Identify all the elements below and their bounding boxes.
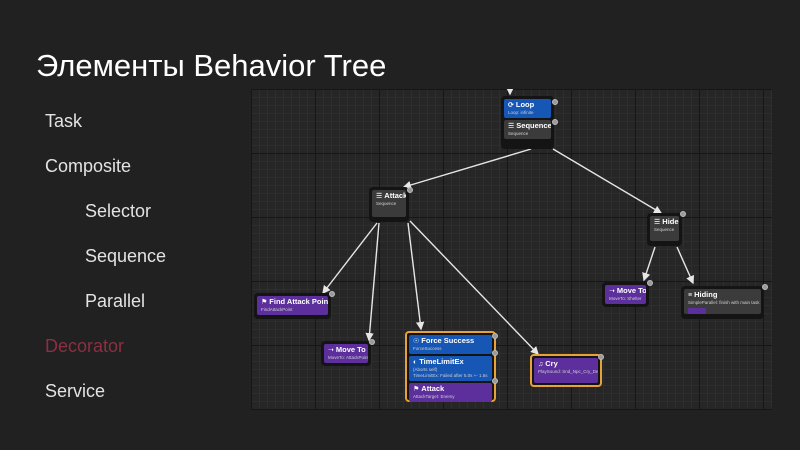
attack-title: Attack — [384, 191, 406, 200]
arrow-right-icon: ➝ — [328, 347, 334, 354]
attack-task-title: Attack — [421, 384, 445, 393]
wire-hide-hiding — [676, 246, 694, 285]
loop-title: Loop — [515, 100, 535, 109]
task-cry[interactable]: ♫Cry PlaySound: Snd_Npc_Cry_Def — [534, 358, 598, 383]
loop-icon: ⟳ — [508, 102, 514, 109]
decorator-icon: ☉ — [413, 338, 420, 345]
node-pin[interactable] — [598, 354, 604, 360]
wire-attack-force — [407, 222, 425, 331]
node-move-to-shelter[interactable]: ➝Move To MoveTo: Shelter — [602, 280, 653, 307]
menu-item-parallel[interactable]: Parallel — [85, 291, 146, 311]
sound-icon: ♫ — [538, 361, 544, 368]
node-hide[interactable]: ☰Hide Sequence — [647, 211, 686, 246]
find-attack-point-sub: FindAttackPoint — [261, 307, 293, 312]
arrow-right-icon: ➝ — [609, 288, 615, 295]
menu-item-task[interactable]: Task — [45, 111, 83, 131]
move-to-attack-sub: MoveTo: AttackPoint — [328, 355, 368, 360]
hiding-main-task-slot[interactable] — [688, 308, 706, 314]
menu-item-composite[interactable]: Composite — [45, 156, 132, 176]
decorator-loop[interactable]: ⟳Loop Loop: infinite — [504, 99, 551, 118]
wire-hide-moveto — [642, 246, 656, 282]
composite-sequence[interactable]: ☰Sequence Sequence — [504, 120, 551, 139]
time-limit-desc: TimeLimitEx: Failed after 5.0s +- 1.5s — [413, 373, 488, 378]
node-cry[interactable]: ♫Cry PlaySound: Snd_Npc_Cry_Def — [530, 354, 604, 387]
force-success-title: Force Success — [421, 336, 475, 345]
node-pin[interactable] — [407, 187, 413, 193]
task-move-to-shelter[interactable]: ➝Move To MoveTo: Shelter — [605, 285, 646, 304]
sequence-sub: Sequence — [508, 131, 529, 136]
composite-attack[interactable]: ☰Attack Sequence — [372, 190, 406, 217]
composite-hide[interactable]: ☰Hide Sequence — [650, 216, 679, 241]
task-find-attack-point[interactable]: ⚑Find Attack Point FindAttackPoint — [257, 296, 328, 315]
attack-sub: Sequence — [376, 201, 397, 206]
time-limit-title: TimeLimitEx — [419, 357, 464, 366]
menu-item-selector[interactable]: Selector — [85, 201, 152, 221]
node-pin[interactable] — [552, 99, 558, 105]
node-hiding[interactable]: ≡Hiding SimpleParallel: finish with main… — [681, 284, 768, 319]
behavior-tree-canvas[interactable]: ⟳Loop Loop: infinite ☰Sequence Sequence … — [251, 89, 772, 410]
move-to-shelter-sub: MoveTo: Shelter — [609, 296, 642, 301]
parallel-icon: ≡ — [688, 292, 693, 299]
decorator-force-success[interactable]: ☉Force Success ForceSuccess — [409, 335, 492, 354]
sequence-title: Sequence — [516, 121, 551, 130]
wire-attack-moveto — [365, 222, 380, 342]
wire-root-hide — [552, 148, 663, 214]
cry-sub: PlaySound: Snd_Npc_Cry_Def — [538, 369, 598, 374]
find-attack-point-title: Find Attack Point — [269, 297, 328, 306]
node-pin[interactable] — [680, 211, 686, 217]
slide-title: Элементы Behavior Tree — [36, 48, 387, 83]
sequence-icon: ☰ — [376, 193, 383, 200]
sequence-icon: ☰ — [508, 123, 515, 130]
task-icon: ⚑ — [261, 299, 268, 306]
menu-item-sequence[interactable]: Sequence — [85, 246, 167, 266]
node-root-sequence[interactable]: ⟳Loop Loop: infinite ☰Sequence Sequence — [501, 96, 558, 149]
node-pin[interactable] — [492, 378, 498, 384]
node-move-to-attack[interactable]: ➝Move To MoveTo: AttackPoint — [321, 339, 375, 366]
move-to-shelter-title: Move To — [616, 286, 646, 295]
node-pin[interactable] — [492, 333, 498, 339]
hide-title: Hide — [662, 217, 679, 226]
node-find-attack-point[interactable]: ⚑Find Attack Point FindAttackPoint — [254, 291, 335, 319]
node-attack[interactable]: ☰Attack Sequence — [369, 187, 413, 222]
hiding-sub: SimpleParallel: finish with main task — [688, 300, 760, 305]
node-attack-task[interactable]: ☉Force Success ForceSuccess ◐TimeLimitEx… — [405, 331, 498, 402]
loop-sub: Loop: infinite — [508, 110, 534, 115]
node-pin[interactable] — [762, 284, 768, 290]
hiding-title: Hiding — [694, 290, 718, 299]
hide-sub: Sequence — [654, 227, 675, 232]
node-pin[interactable] — [329, 291, 335, 297]
decorator-icon: ◐ — [413, 359, 418, 366]
task-attack[interactable]: ⚑Attack AttackTarget: Enemy — [409, 383, 492, 402]
node-pin[interactable] — [369, 339, 375, 345]
task-move-to-attack[interactable]: ➝Move To MoveTo: AttackPoint — [324, 344, 368, 363]
node-pin[interactable] — [552, 119, 558, 125]
node-pin[interactable] — [647, 280, 653, 286]
attack-task-sub: AttackTarget: Enemy — [413, 394, 455, 399]
node-pin[interactable] — [492, 350, 498, 356]
force-success-sub: ForceSuccess — [413, 346, 442, 351]
move-to-attack-title: Move To — [335, 345, 366, 354]
menu-item-service[interactable]: Service — [45, 381, 106, 401]
wire-root-attack — [402, 148, 532, 190]
time-limit-aborts: (Aborts self) — [413, 367, 438, 372]
tree-wires — [322, 89, 694, 356]
menu-item-decorator[interactable]: Decorator — [45, 336, 125, 356]
task-icon: ⚑ — [413, 386, 420, 393]
sequence-icon: ☰ — [654, 219, 661, 226]
wire-attack-find — [322, 222, 378, 295]
cry-title: Cry — [545, 359, 558, 368]
composite-hiding[interactable]: ≡Hiding SimpleParallel: finish with main… — [684, 289, 761, 314]
decorator-time-limit[interactable]: ◐TimeLimitEx (Aborts self) TimeLimitEx: … — [409, 356, 492, 381]
wire-attack-cry — [409, 220, 539, 356]
